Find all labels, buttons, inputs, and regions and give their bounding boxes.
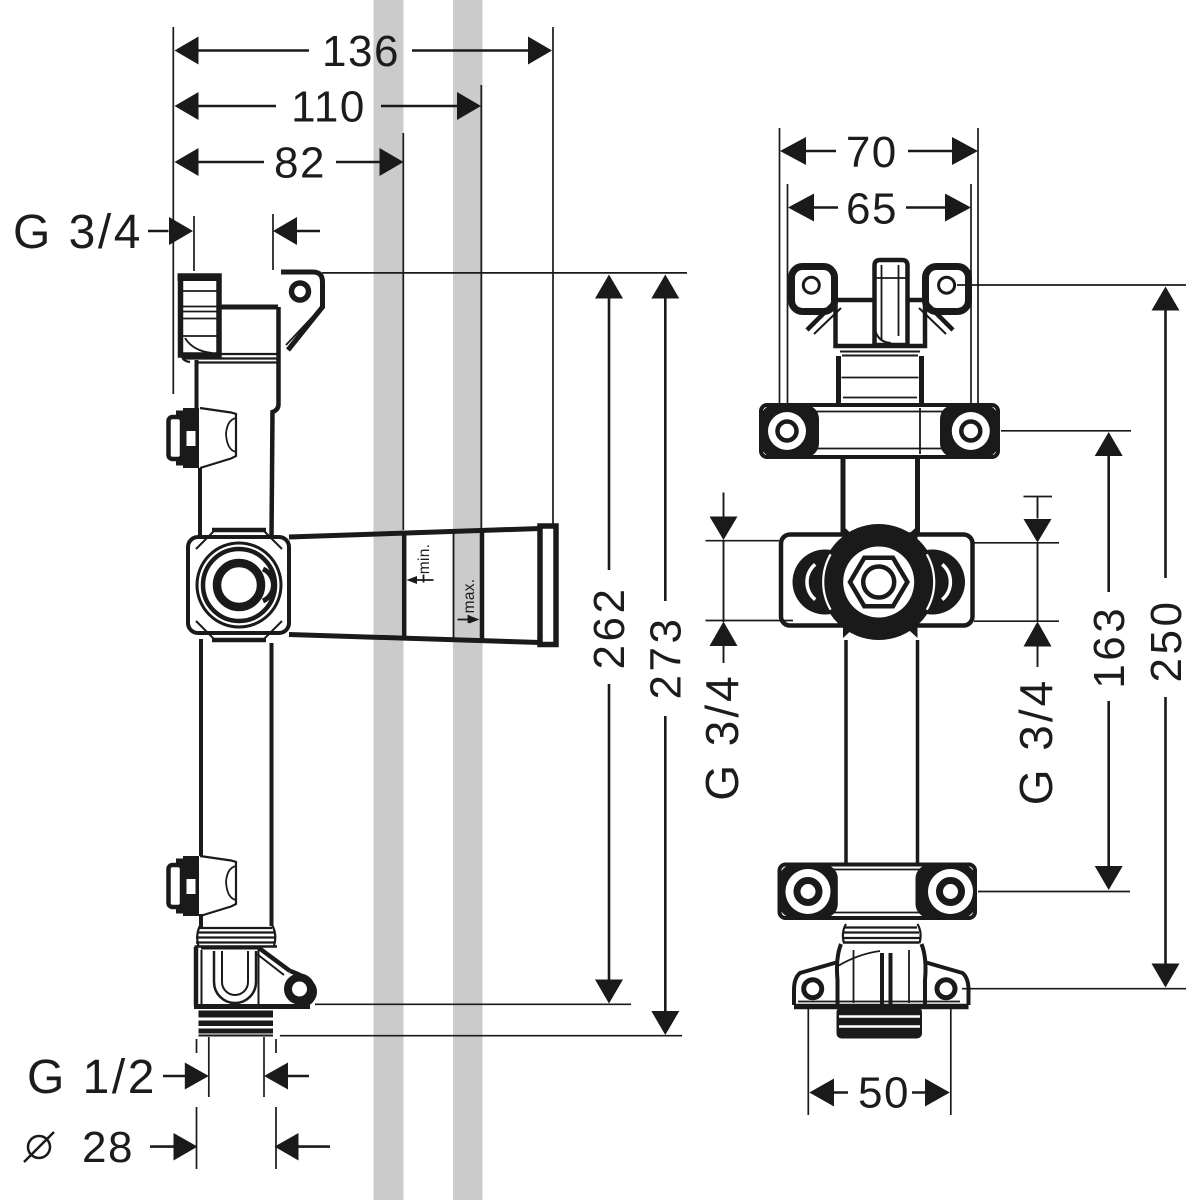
svg-text:28: 28 <box>82 1123 134 1172</box>
svg-text:82: 82 <box>274 139 326 188</box>
svg-text:max.: max. <box>461 579 478 614</box>
svg-text:G 1/2: G 1/2 <box>27 1051 157 1104</box>
svg-text:250: 250 <box>1142 599 1191 683</box>
svg-text:136: 136 <box>322 27 400 76</box>
svg-text:110: 110 <box>291 83 366 132</box>
svg-text:273: 273 <box>642 616 691 700</box>
svg-text:min.: min. <box>416 544 433 574</box>
svg-text:G 3/4: G 3/4 <box>13 206 143 259</box>
svg-text:163: 163 <box>1085 605 1134 689</box>
svg-text:262: 262 <box>585 586 634 670</box>
svg-text:50: 50 <box>858 1069 910 1118</box>
svg-text:70: 70 <box>846 128 898 177</box>
svg-text:65: 65 <box>846 185 898 234</box>
svg-text:G 3/4: G 3/4 <box>1010 678 1062 806</box>
svg-text:G 3/4: G 3/4 <box>696 673 748 801</box>
